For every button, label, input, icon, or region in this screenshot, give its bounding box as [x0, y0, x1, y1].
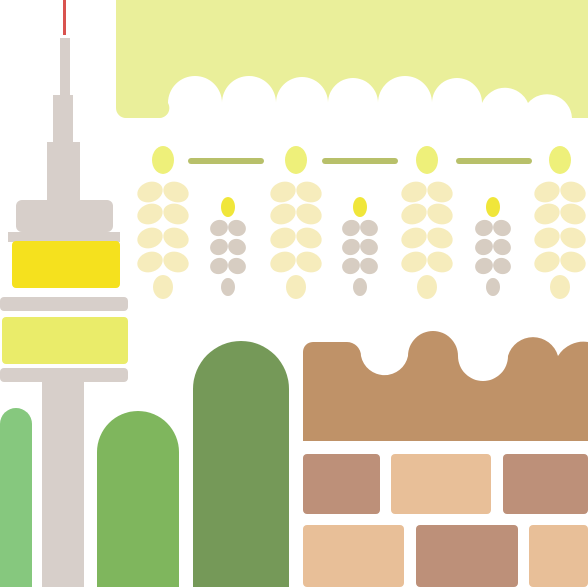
pendant-leaf [560, 251, 586, 273]
pendant-leaf [163, 181, 189, 203]
pendant-leaf [486, 278, 500, 296]
pendant-leaf [270, 181, 296, 203]
pendant-leaf [427, 251, 453, 273]
pendant-leaf [475, 238, 493, 256]
pendant-leaf [360, 257, 378, 275]
wall-top [303, 331, 588, 441]
pendant-leaf [560, 227, 586, 249]
pendant-leaf [296, 227, 322, 249]
tower-antenna-base [53, 95, 73, 145]
awning-icon [116, 0, 588, 118]
pendant-leaf [560, 181, 586, 203]
pendant-leaf [360, 219, 378, 237]
pendant-leaf [270, 203, 296, 225]
brick [303, 454, 380, 514]
pendant-leaf [163, 251, 189, 273]
pendant-cap [416, 146, 438, 174]
pendant-cap [549, 146, 571, 174]
pendant-cap [152, 146, 174, 174]
pendant-leaf [221, 278, 235, 296]
bush-icon [193, 341, 289, 587]
tower-antenna-tip [63, 0, 66, 35]
pendant-leaf [427, 227, 453, 249]
pendant-leaf [534, 251, 560, 273]
pendant-bar-2 [322, 158, 398, 164]
bush-icon [0, 408, 32, 587]
pendant-leaf [353, 278, 367, 296]
brick [503, 454, 588, 514]
tower-pod-rim [8, 232, 120, 242]
pendant-leaf [163, 203, 189, 225]
pendant-cap [486, 197, 500, 217]
pendant-leaf [493, 219, 511, 237]
pendant-leaf [228, 257, 246, 275]
tower-band-yellow [12, 241, 120, 288]
tower-band-light [2, 317, 128, 364]
pendant-leaf [296, 181, 322, 203]
pendant-leaf [228, 219, 246, 237]
tower-shaft-lower [42, 382, 84, 587]
pendant-leaf [493, 238, 511, 256]
pendant-leaf [286, 275, 306, 299]
pendant-leaf [475, 219, 493, 237]
bush-icon [97, 411, 179, 587]
pendant-cap [221, 197, 235, 217]
tower-ring-lower [0, 368, 128, 382]
pendant-leaf [401, 251, 427, 273]
pendant-leaf [401, 227, 427, 249]
brick [391, 454, 491, 514]
tower-icon [0, 0, 128, 587]
brick [303, 525, 404, 587]
tower-shaft-upper [47, 142, 80, 200]
brick [529, 525, 588, 587]
pendant-leaf [210, 238, 228, 256]
pendant-leaf [210, 219, 228, 237]
pendant-bar-1 [188, 158, 264, 164]
tower-pod-top [16, 200, 113, 232]
pendant-leaf [475, 257, 493, 275]
pendant-cap [353, 197, 367, 217]
tower-antenna [60, 38, 70, 98]
pendant-leaf [342, 238, 360, 256]
pendant-leaf [210, 257, 228, 275]
pendant-leaf [534, 227, 560, 249]
brick [416, 525, 518, 587]
pendant-leaf [137, 227, 163, 249]
pendant-leaf [427, 181, 453, 203]
pendant-leaf [417, 275, 437, 299]
pendant-leaf [493, 257, 511, 275]
pendant-leaf [360, 238, 378, 256]
pendant-leaf [550, 275, 570, 299]
pendant-leaf [534, 181, 560, 203]
pendant-leaf [137, 181, 163, 203]
pendant-leaf [137, 251, 163, 273]
pendant-leaf [270, 227, 296, 249]
pendant-leaf [296, 251, 322, 273]
pendant-leaf [137, 203, 163, 225]
pendant-leaf [153, 275, 173, 299]
pendant-leaf [401, 203, 427, 225]
pendant-leaf [163, 227, 189, 249]
pendant-leaf [270, 251, 296, 273]
pendant-leaf [342, 219, 360, 237]
pendant-bar-3 [456, 158, 532, 164]
brick-wall-icon [303, 331, 588, 587]
pendant-group [137, 146, 586, 299]
pendant-leaf [560, 203, 586, 225]
pendant-leaf [228, 238, 246, 256]
pendant-leaf [296, 203, 322, 225]
pendant-leaf [427, 203, 453, 225]
pendant-leaf [342, 257, 360, 275]
tower-ring [0, 297, 128, 311]
pendant-leaf [401, 181, 427, 203]
pendant-cap [285, 146, 307, 174]
pendant-leaf [534, 203, 560, 225]
